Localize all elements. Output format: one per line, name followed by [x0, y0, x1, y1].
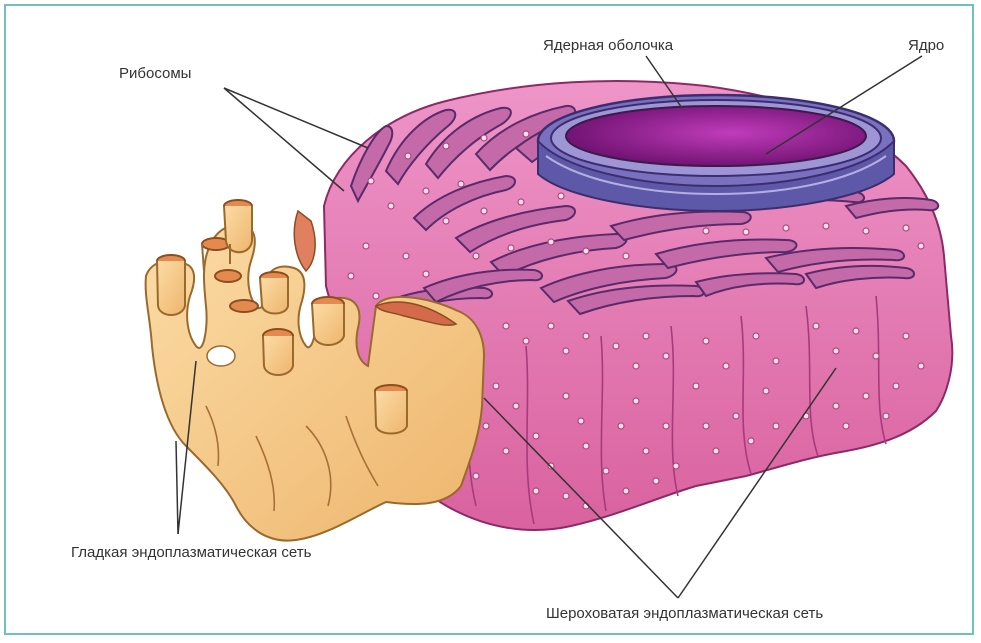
label-nucleus: Ядро	[908, 37, 944, 54]
diagram-frame: Рибосомы Ядерная оболочка Ядро Гладкая э…	[4, 4, 974, 635]
label-nuclear-envelope: Ядерная оболочка	[543, 37, 674, 54]
er-diagram: Рибосомы Ядерная оболочка Ядро Гладкая э…	[6, 6, 972, 633]
nucleus-illustration	[538, 95, 894, 211]
label-smooth-er: Гладкая эндоплазматическая сеть	[71, 544, 312, 561]
label-ribosomes: Рибосомы	[119, 65, 191, 82]
label-rough-er: Шероховатая эндоплазматическая сеть	[546, 605, 823, 622]
